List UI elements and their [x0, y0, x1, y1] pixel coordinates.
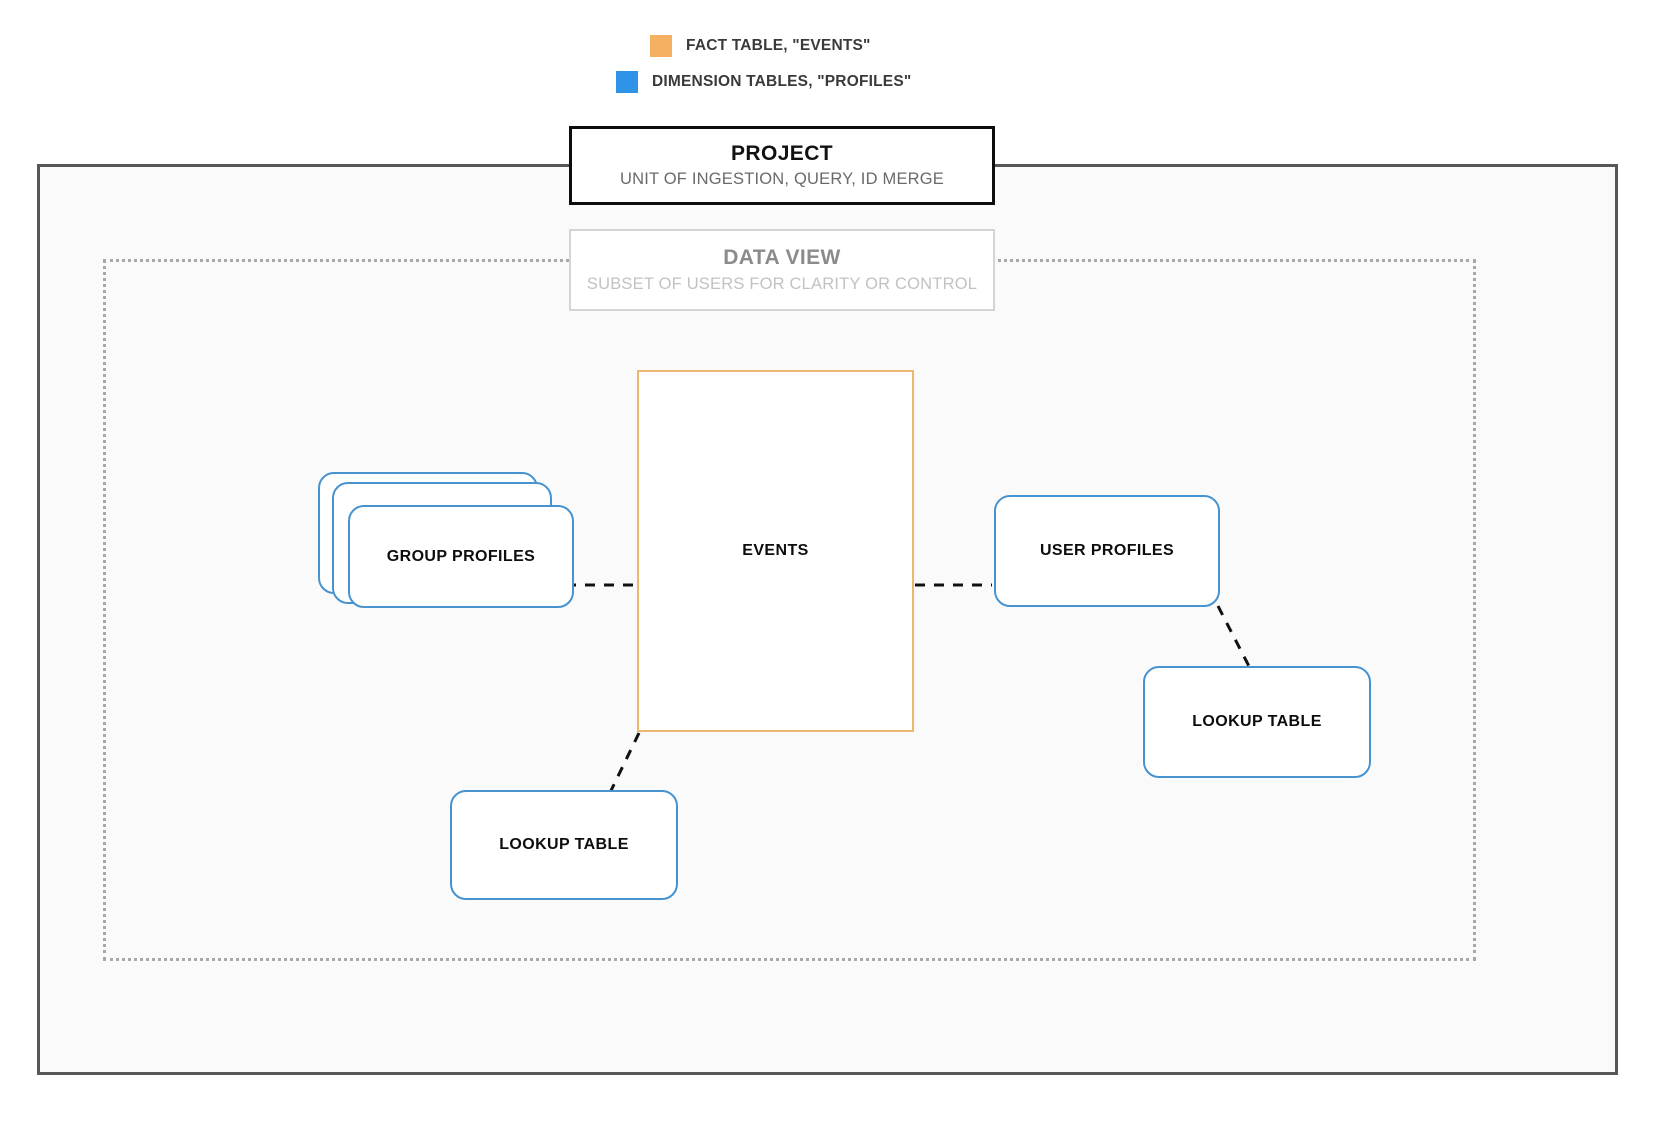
- project-header-card: PROJECT UNIT OF INGESTION, QUERY, ID MER…: [569, 126, 995, 205]
- legend-label-fact-table: FACT TABLE, "EVENTS": [686, 37, 871, 54]
- node-group-profiles-label: GROUP PROFILES: [386, 547, 536, 565]
- data-view-header-card: DATA VIEW SUBSET OF USERS FOR CLARITY OR…: [569, 229, 995, 311]
- node-user-profiles[interactable]: USER PROFILES: [994, 495, 1220, 607]
- node-group-profiles[interactable]: GROUP PROFILES: [318, 472, 574, 608]
- group-profiles-stack-card-front: GROUP PROFILES: [348, 505, 574, 608]
- legend-item-dimension-tables: DIMENSION TABLES, "PROFILES": [616, 71, 911, 93]
- blue-square-swatch: [616, 71, 638, 93]
- node-user-profiles-label: USER PROFILES: [1039, 542, 1175, 559]
- node-events[interactable]: EVENTS: [637, 370, 914, 732]
- node-lookup-table-right-label: LOOKUP TABLE: [1192, 713, 1322, 730]
- legend-label-dimension-tables: DIMENSION TABLES, "PROFILES": [652, 73, 912, 90]
- orange-square-swatch: [650, 35, 672, 57]
- legend-item-fact-table: FACT TABLE, "EVENTS": [650, 35, 871, 57]
- data-view-subtitle: SUBSET OF USERS FOR CLARITY OR CONTROL: [586, 275, 978, 293]
- project-subtitle: UNIT OF INGESTION, QUERY, ID MERGE: [619, 170, 944, 188]
- project-title: PROJECT: [731, 142, 833, 165]
- data-view-title: DATA VIEW: [723, 246, 841, 269]
- node-lookup-table-left[interactable]: LOOKUP TABLE: [450, 790, 678, 900]
- node-events-label: EVENTS: [742, 542, 809, 559]
- node-lookup-table-right[interactable]: LOOKUP TABLE: [1143, 666, 1371, 778]
- node-lookup-table-left-label: LOOKUP TABLE: [499, 836, 629, 853]
